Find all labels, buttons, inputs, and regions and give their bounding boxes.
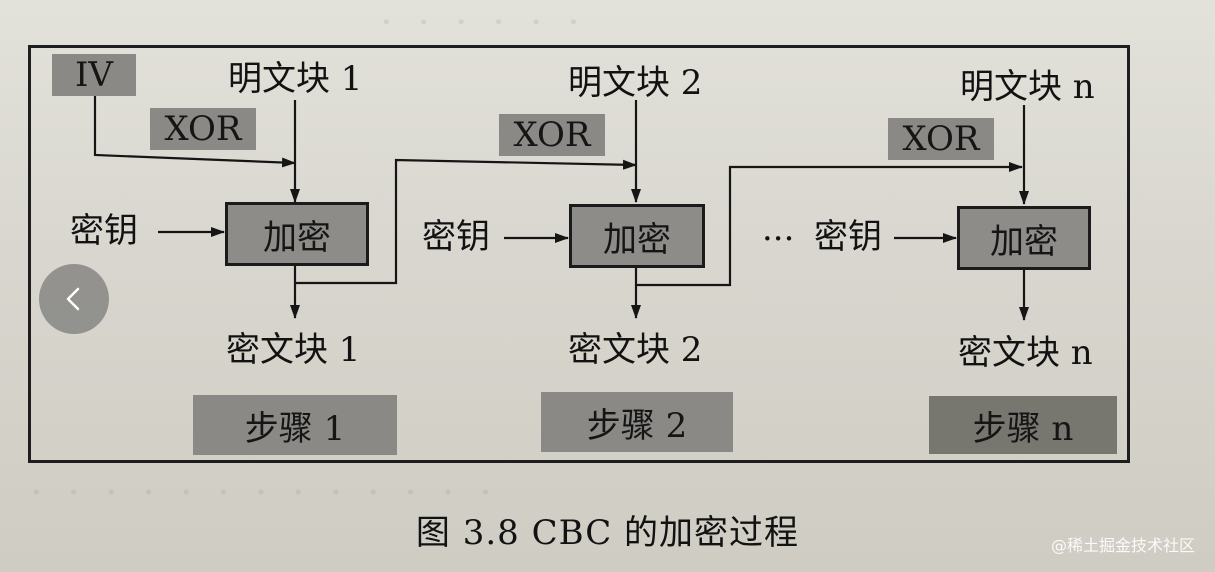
iv-label: IV bbox=[75, 55, 113, 95]
xor-label-n: XOR bbox=[902, 119, 980, 159]
figure-caption: 图 3.8 CBC 的加密过程 bbox=[415, 513, 800, 553]
plaintext-label-n: 明文块 n bbox=[960, 67, 1095, 107]
diagram-frame bbox=[28, 45, 1130, 463]
step-label-1: 步骤 1 bbox=[244, 408, 346, 449]
plaintext-label-2: 明文块 2 bbox=[568, 63, 703, 103]
chain2-xor-line bbox=[636, 162, 1023, 287]
step-box-1: 步骤 1 bbox=[193, 395, 397, 455]
ciphertext-label-2: 密文块 2 bbox=[568, 330, 703, 370]
encrypt-box-n: 加密 bbox=[957, 206, 1091, 270]
ciphertext-label-n: 密文块 n bbox=[958, 333, 1093, 373]
ellipsis-label: ··· bbox=[762, 219, 795, 259]
watermark: @稀土掘金技术社区 bbox=[1050, 536, 1195, 555]
encrypt-box-2: 加密 bbox=[569, 204, 705, 268]
xor-label-1: XOR bbox=[164, 109, 242, 149]
key-label-n: 密钥 bbox=[814, 217, 882, 257]
iv-xor-line bbox=[93, 95, 296, 168]
chevron-left-icon bbox=[66, 287, 80, 311]
previous-image-button[interactable] bbox=[39, 264, 109, 334]
step-box-n: 步骤 n bbox=[929, 396, 1117, 454]
xor-box-n: XOR bbox=[888, 118, 994, 160]
step-label-n: 步骤 n bbox=[972, 408, 1074, 449]
xor-box-2: XOR bbox=[499, 114, 605, 156]
key-label-1: 密钥 bbox=[70, 211, 138, 251]
iv-box: IV bbox=[52, 54, 136, 96]
encrypt-label-1: 加密 bbox=[263, 217, 331, 258]
encrypt-label-2: 加密 bbox=[603, 219, 671, 260]
encrypt-box-1: 加密 bbox=[225, 202, 369, 266]
encrypt-label-n: 加密 bbox=[990, 221, 1058, 262]
step-box-2: 步骤 2 bbox=[541, 392, 733, 452]
xor-box-1: XOR bbox=[150, 108, 256, 150]
plaintext-label-1: 明文块 1 bbox=[228, 59, 363, 99]
bleed-through-text-top: · · · · · · bbox=[380, 0, 586, 46]
step-label-2: 步骤 2 bbox=[586, 405, 688, 446]
ciphertext-label-1: 密文块 1 bbox=[226, 330, 361, 370]
key-label-2: 密钥 bbox=[422, 217, 490, 257]
chain1-xor-line bbox=[295, 158, 637, 285]
bleed-through-text-bottom: · · · · · · · · · · · · · bbox=[30, 470, 498, 516]
xor-label-2: XOR bbox=[513, 115, 591, 155]
